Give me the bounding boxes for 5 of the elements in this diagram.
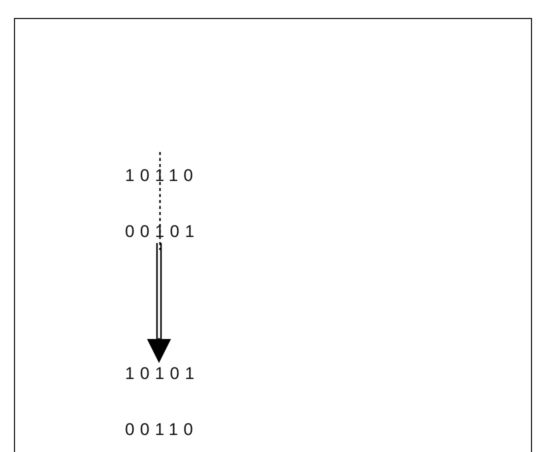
bit-string: 00101 bbox=[125, 222, 200, 242]
bit-string: 00110 bbox=[125, 420, 199, 440]
bit-string: 10110 bbox=[125, 166, 199, 186]
bit-string: 10101 bbox=[125, 364, 200, 384]
arrow bbox=[147, 242, 171, 363]
